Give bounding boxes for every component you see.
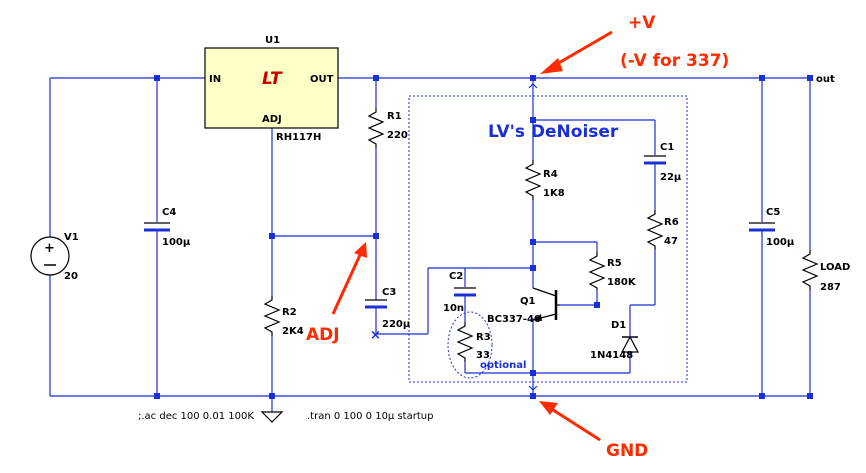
- u1-pin-out: OUT: [310, 74, 334, 85]
- c4-ref: C4: [162, 207, 176, 218]
- r6-ref: R6: [664, 217, 679, 228]
- svg-text:+: +: [44, 241, 55, 256]
- v1-ref: V1: [64, 232, 79, 243]
- capacitor-c3[interactable]: C3 220µ ×: [365, 287, 411, 343]
- port-arrows: [528, 83, 538, 391]
- resistor-r2[interactable]: R2 2K4: [263, 296, 304, 337]
- annotation-plus-v: +V (-V for 337): [540, 13, 729, 74]
- resistor-r4[interactable]: R4 1K8: [524, 160, 565, 200]
- u1-part: RH117H: [276, 132, 321, 143]
- c3-value: 220µ: [382, 319, 411, 330]
- optional-label: optional: [480, 360, 526, 371]
- regulator-u1[interactable]: U1 IN OUT ADJ LT RH117H: [204, 35, 339, 143]
- r3-ref: R3: [476, 332, 491, 343]
- c5-ref: C5: [766, 207, 780, 218]
- resistor-r5[interactable]: R5 180K: [588, 252, 637, 290]
- ground-icon: [260, 411, 284, 423]
- r5-ref: R5: [607, 258, 622, 269]
- c2-ref: C2: [449, 271, 463, 282]
- resistor-r1[interactable]: R1 220: [367, 108, 408, 148]
- resistor-r6[interactable]: R6 47: [646, 210, 679, 250]
- r1-ref: R1: [387, 111, 402, 122]
- r6-value: 47: [664, 236, 678, 247]
- u1-pin-adj: ADJ: [262, 114, 282, 125]
- source-v1[interactable]: + V1 20: [30, 232, 79, 282]
- d1-ref: D1: [611, 320, 626, 331]
- gnd-label: GND: [606, 441, 648, 461]
- v1-value: 20: [64, 271, 78, 282]
- capacitor-c1[interactable]: C1 22µ: [644, 142, 682, 183]
- svg-text:×: ×: [370, 328, 381, 343]
- u1-pin-in: IN: [209, 74, 221, 85]
- adj-label: ADJ: [306, 325, 340, 345]
- r1-value: 220: [387, 130, 408, 141]
- denoiser-title: LV's DeNoiser: [488, 122, 619, 142]
- r5-value: 180K: [607, 277, 637, 288]
- transistor-q1[interactable]: Q1 BC337-40: [487, 287, 560, 325]
- annotation-gnd: GND: [539, 401, 648, 461]
- r3-value: 33: [476, 350, 490, 361]
- out-net-label: out: [816, 74, 835, 85]
- annotation-adj: ADJ: [306, 242, 367, 345]
- ac-directive: ;.ac dec 100 0.01 100K: [138, 411, 254, 422]
- c5-value: 100µ: [766, 237, 795, 248]
- resistor-r3[interactable]: R3 33 optional: [447, 311, 526, 379]
- r4-ref: R4: [543, 169, 558, 180]
- q1-value: BC337-40: [487, 314, 541, 325]
- q1-ref: Q1: [520, 296, 536, 307]
- d1-value: 1N4148: [590, 350, 633, 361]
- capacitor-c4[interactable]: C4 100µ: [144, 207, 191, 248]
- c4-value: 100µ: [162, 237, 191, 248]
- c1-value: 22µ: [660, 172, 682, 183]
- capacitor-c2[interactable]: C2 10n: [443, 271, 476, 314]
- c1-ref: C1: [660, 142, 674, 153]
- tran-directive: .tran 0 100 0 10µ startup: [307, 411, 433, 422]
- c2-value: 10n: [443, 303, 464, 314]
- r2-ref: R2: [282, 307, 297, 318]
- r2-value: 2K4: [282, 326, 304, 337]
- resistor-load[interactable]: LOAD 287: [801, 250, 850, 293]
- capacitor-c5[interactable]: C5 100µ: [749, 207, 795, 248]
- lt-logo-icon: LT: [262, 69, 283, 89]
- minus-v-note: (-V for 337): [620, 51, 729, 71]
- diode-d1[interactable]: D1 1N4148: [590, 320, 639, 361]
- junctions: [154, 75, 813, 399]
- denoiser-boundary: [408, 95, 688, 383]
- r4-value: 1K8: [543, 188, 565, 199]
- plus-v-label: +V: [628, 13, 656, 33]
- c3-ref: C3: [382, 287, 396, 298]
- load-value: 287: [820, 282, 841, 293]
- u1-ref: U1: [265, 35, 280, 46]
- load-ref: LOAD: [820, 262, 850, 273]
